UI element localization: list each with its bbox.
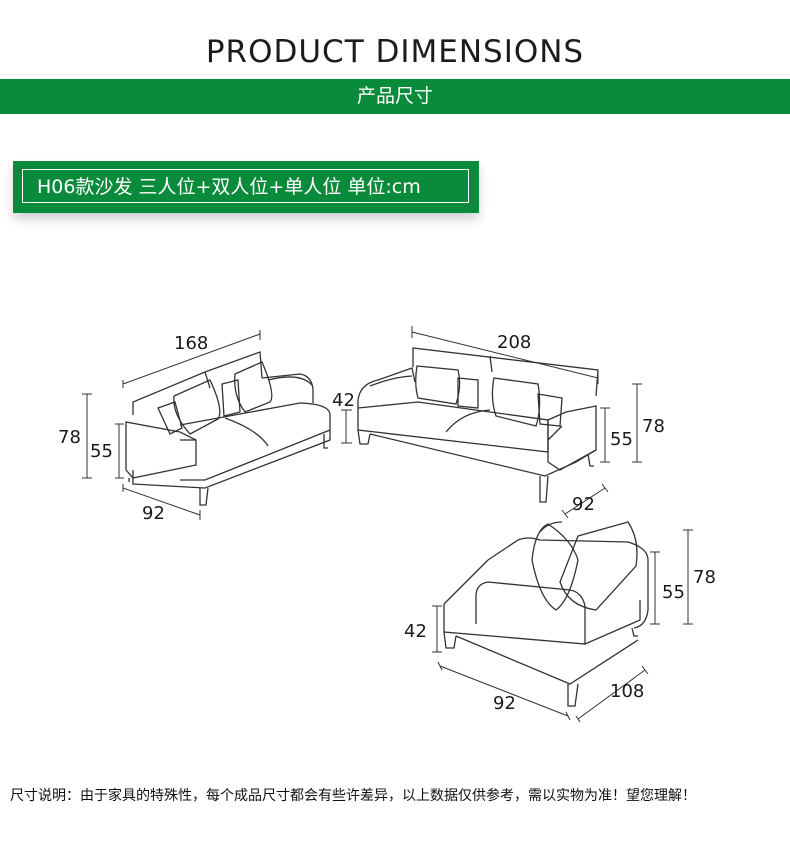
three-seater-pillow-2: [491, 377, 541, 427]
dimension-disclaimer: 尺寸说明：由于家具的特殊性，每个成品尺寸都会有些许差异，以上数据仅供参考，需以实…: [10, 788, 696, 804]
page-title: PRODUCT DIMENSIONS: [205, 34, 585, 70]
two-seater-total-height-label: 78: [58, 427, 81, 448]
single-seater-pillow-1: [531, 523, 579, 611]
single-seater-sofa: [432, 521, 693, 723]
three-seater-total-height-label: 78: [642, 416, 665, 437]
three-seater-sofa: [341, 326, 642, 519]
single-seater-seat-height-label: 42: [404, 621, 427, 642]
product-label-box: H06款沙发 三人位+双人位+单人位 单位:cm: [13, 161, 479, 213]
three-seater-depth-label: 92: [572, 494, 595, 515]
three-seater-arm-height-label: 55: [610, 429, 633, 450]
single-seater-width-label: 92: [493, 693, 516, 714]
section-banner: 产品尺寸: [0, 79, 790, 114]
two-seater-arm-height-label: 55: [90, 441, 113, 462]
single-seater-total-height-label: 78: [693, 567, 716, 588]
single-seater-pillow-2: [559, 521, 638, 611]
single-seater-depth-label: 108: [610, 681, 644, 702]
three-seater-width-label: 208: [497, 332, 531, 353]
two-seater-pillow-1: [234, 361, 273, 413]
two-seater-sofa: [82, 330, 331, 520]
product-label: H06款沙发 三人位+双人位+单人位 单位:cm: [22, 169, 469, 203]
section-subtitle: 产品尺寸: [356, 85, 433, 107]
two-seater-pillow-2: [173, 379, 221, 435]
three-seater-seat-height-label: 42: [332, 390, 355, 411]
two-seater-depth-label: 92: [142, 503, 165, 524]
three-seater-pillow-1: [415, 365, 461, 405]
two-seater-width-label: 168: [174, 333, 208, 354]
single-seater-arm-height-label: 55: [662, 582, 685, 603]
